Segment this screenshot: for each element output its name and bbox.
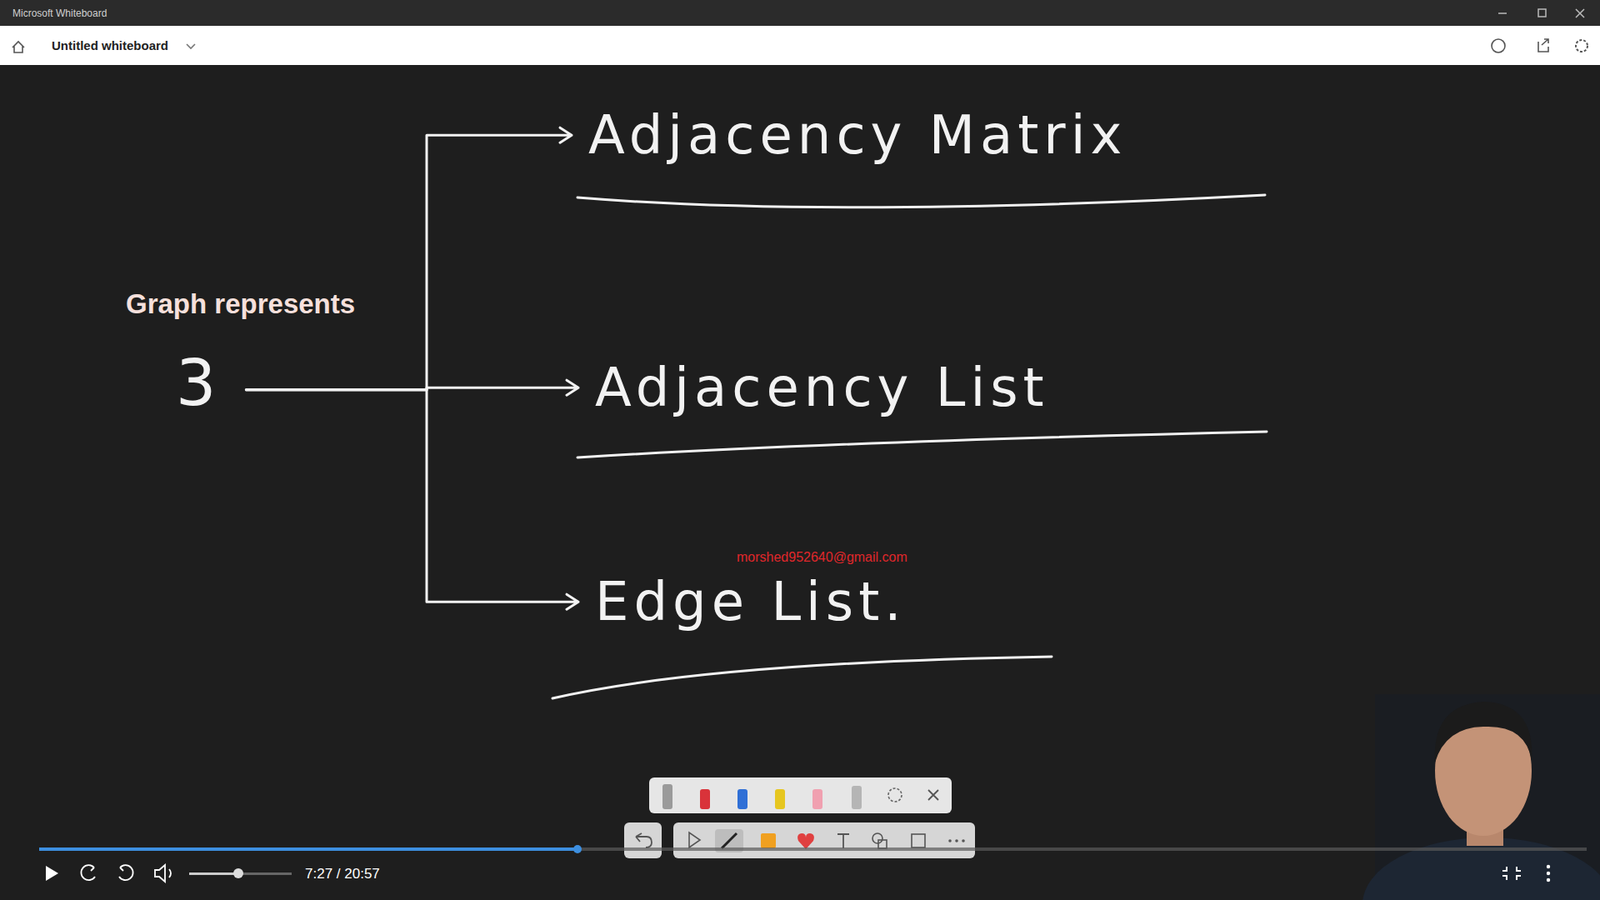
close-icon [928,790,939,800]
more-dot [955,839,959,843]
play-icon [45,865,59,881]
shape-icon [872,833,883,844]
pen-icon [812,789,823,810]
note-icon [760,833,776,849]
tool-bar [673,822,975,859]
method-node: Edge List. [590,569,912,635]
window-title: Microsoft Whiteboard [12,7,107,20]
branch-arrow [245,390,579,610]
time-display: 7:27 / 20:57 [305,865,380,883]
undo-button [624,822,662,859]
underline [577,195,1265,208]
forward-icon [119,865,134,880]
node-text: 3 [175,348,216,419]
restore-icon [1538,9,1546,17]
more-dot [961,839,965,843]
chevron-icon [186,44,195,49]
branch-arrow [245,127,572,390]
webcam-shoulders [1362,837,1600,900]
menu-dot [1546,865,1550,869]
progress-knob [573,845,582,854]
node-text: Adjacency List [595,358,1050,417]
eraser-icon [851,785,862,810]
select-icon [689,832,700,848]
volume-level [189,872,239,875]
undo-icon [635,833,652,848]
settings-icon [1575,40,1588,52]
branch-arrow [245,380,579,395]
pen-icon [775,789,785,810]
underline [577,431,1267,458]
volume-knob [233,868,244,879]
watermark: morshed952640@gmail.com [734,550,910,565]
pen-tool-icon [721,833,737,849]
text-icon [837,834,850,849]
more-dot [948,839,952,843]
method-node: Adjacency Matrix [583,102,1132,168]
progress-played [39,847,578,851]
underline [552,656,1052,699]
close-icon [1575,9,1585,18]
node-text: Adjacency Matrix [588,105,1127,165]
method-node: Adjacency List [590,355,1055,420]
count-node: 3 [170,345,221,422]
minimize-icon [1498,12,1507,15]
title-bar [0,0,1600,26]
webcam-hair [1435,701,1532,763]
pen-icon [700,789,710,810]
pen-icon [737,789,748,810]
app-toolbar [0,25,1600,65]
timer-icon [1491,39,1505,53]
reaction-icon [797,833,815,850]
share-icon [1538,39,1549,52]
volume-icon [155,865,171,882]
rewind-icon [80,865,95,880]
pen-palette [649,777,952,814]
fullscreen-icon [1502,866,1521,880]
progress-track [39,847,1587,851]
whiteboard-name: Untitled whiteboard [51,38,169,53]
menu-dot [1546,878,1550,882]
diagram-title: Graph represents [125,288,355,320]
menu-dot [1546,871,1550,875]
pen-icon [662,784,673,810]
table-icon [911,834,925,848]
lasso-icon [888,788,902,802]
home-icon [12,41,25,53]
node-text: Edge List. [595,572,907,631]
shape-icon [878,840,887,849]
